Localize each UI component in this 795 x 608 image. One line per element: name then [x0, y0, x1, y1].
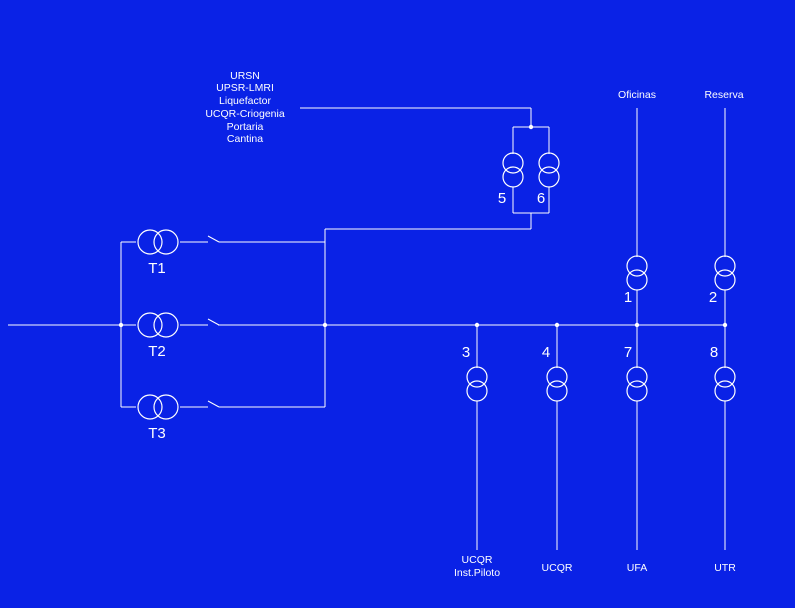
- label-ufa: UFA: [627, 562, 647, 574]
- feeder-ucqr: [546, 322, 568, 550]
- source-item: UPSR-LMRI: [216, 82, 274, 94]
- label-t1: T1: [148, 260, 166, 277]
- label-3: 3: [462, 344, 470, 361]
- label-ucqr: UCQR: [542, 562, 573, 574]
- label-1: 1: [624, 289, 632, 306]
- switch-t3: [207, 400, 220, 408]
- source-item: UCQR-Criogenia: [205, 108, 285, 120]
- label-8: 8: [710, 344, 718, 361]
- label-t3: T3: [148, 425, 166, 442]
- label-ucqr-pilot-1: UCQR: [462, 554, 493, 566]
- right-collector: [322, 213, 532, 407]
- feeder-ufa: [626, 366, 648, 550]
- source-item: Liquefactor: [219, 95, 271, 107]
- label-t2: T2: [148, 343, 166, 360]
- source-item: Cantina: [227, 133, 263, 145]
- source-item: Portaria: [227, 121, 264, 133]
- label-oficinas: Oficinas: [618, 89, 656, 101]
- feeder-ucqr-pilot: [466, 322, 488, 550]
- transformer-t1: [137, 229, 325, 255]
- transformer-t3: [137, 394, 325, 420]
- label-2: 2: [709, 289, 717, 306]
- feeder-oficinas: [626, 108, 648, 368]
- transformer-t2: [137, 312, 220, 338]
- feeder-reserva: [714, 108, 736, 368]
- label-ucqr-pilot-2: Inst.Piloto: [454, 567, 500, 579]
- label-4: 4: [542, 344, 550, 361]
- label-reserva: Reserva: [704, 89, 743, 101]
- feeder-utr: [714, 366, 736, 550]
- source-item: URSN: [230, 70, 260, 82]
- switch-t1: [207, 235, 220, 243]
- transformer-pair-5-6: [300, 107, 560, 214]
- source-list: URSN UPSR-LMRI Liquefactor UCQR-Criogeni…: [205, 70, 285, 145]
- label-6: 6: [537, 190, 545, 207]
- label-7: 7: [624, 344, 632, 361]
- left-collector: [118, 241, 136, 408]
- label-utr: UTR: [714, 562, 736, 574]
- label-5: 5: [498, 190, 506, 207]
- switch-t2: [207, 318, 220, 326]
